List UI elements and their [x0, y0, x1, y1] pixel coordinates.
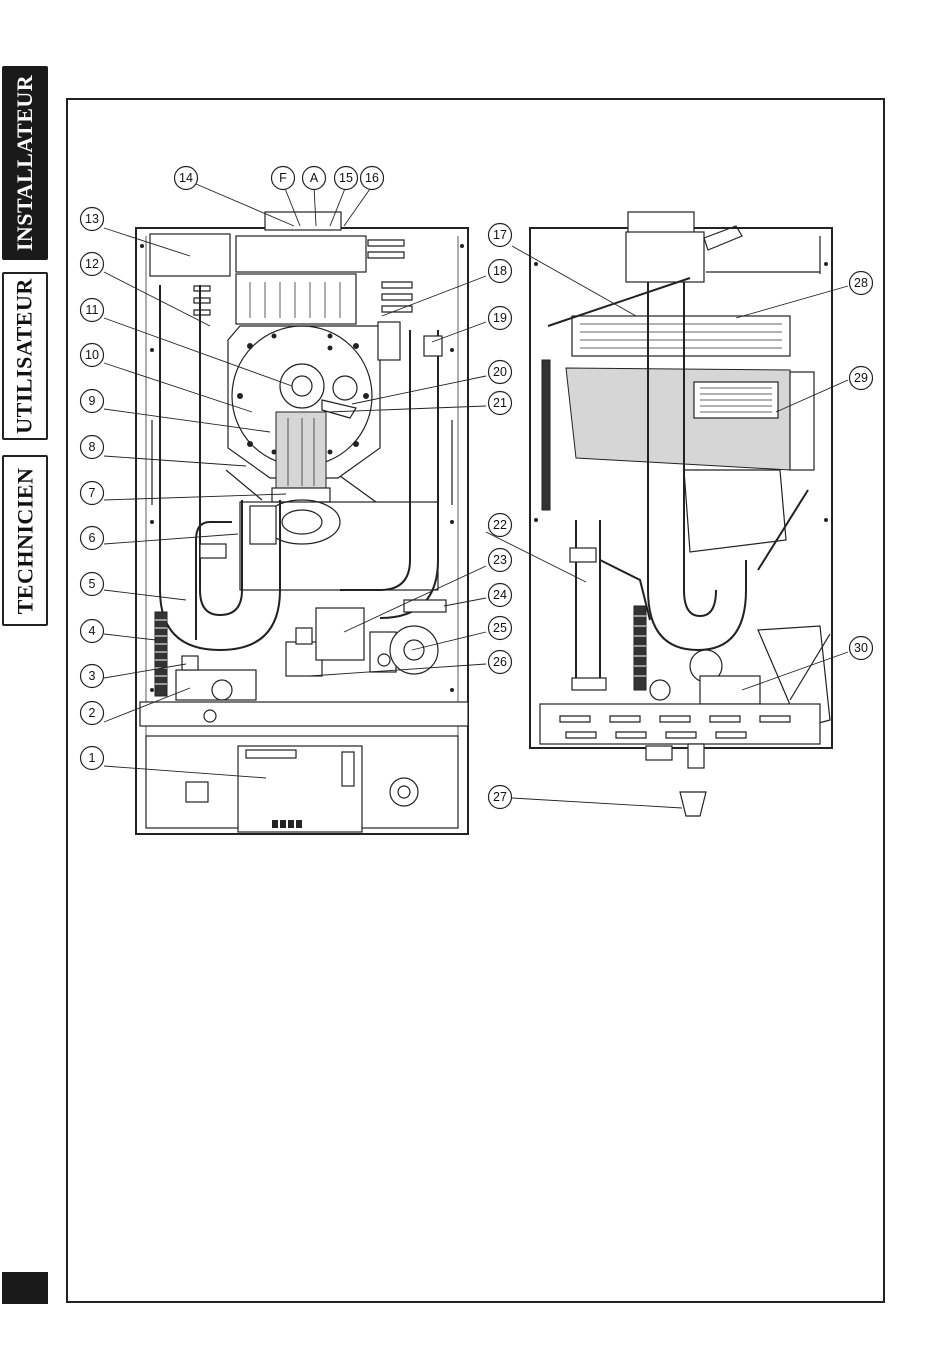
- svg-text:A: A: [310, 171, 319, 185]
- callout-13: 13: [81, 208, 104, 231]
- pump: [390, 626, 438, 674]
- svg-text:21: 21: [493, 396, 507, 410]
- callout-15: 15: [335, 167, 358, 190]
- callout-29: 29: [850, 367, 873, 390]
- svg-text:28: 28: [854, 276, 868, 290]
- callout-19: 19: [489, 307, 512, 330]
- callout-27: 27: [489, 786, 512, 809]
- callout-28: 28: [850, 272, 873, 295]
- svg-text:26: 26: [493, 655, 507, 669]
- callout-23: 23: [489, 549, 512, 572]
- callout-12: 12: [81, 253, 104, 276]
- diverter-valve: [176, 670, 256, 700]
- side-valve-block: [700, 676, 760, 704]
- callout-24: 24: [489, 584, 512, 607]
- svg-text:25: 25: [493, 621, 507, 635]
- side-view: [530, 212, 832, 816]
- callout-11: 11: [81, 299, 104, 322]
- callout-26: 26: [489, 651, 512, 674]
- svg-text:9: 9: [89, 394, 96, 408]
- svg-text:13: 13: [85, 212, 99, 226]
- svg-text:3: 3: [89, 669, 96, 683]
- air-box: [150, 234, 230, 276]
- flue-collar: [265, 212, 341, 230]
- callout-22: 22: [489, 514, 512, 537]
- bottom-shelf: [140, 702, 468, 726]
- svg-text:12: 12: [85, 257, 99, 271]
- svg-text:27: 27: [493, 790, 507, 804]
- svg-text:6: 6: [89, 531, 96, 545]
- exchanger-top: [236, 274, 356, 324]
- fan-box: [236, 236, 366, 272]
- callout-6: 6: [81, 527, 104, 550]
- svg-text:17: 17: [493, 228, 507, 242]
- callout-10: 10: [81, 344, 104, 367]
- svg-text:5: 5: [89, 577, 96, 591]
- svg-text:16: 16: [365, 171, 379, 185]
- svg-text:18: 18: [493, 264, 507, 278]
- callout-25: 25: [489, 617, 512, 640]
- svg-text:14: 14: [179, 171, 193, 185]
- callout-9: 9: [81, 390, 104, 413]
- svg-text:29: 29: [854, 371, 868, 385]
- drain-fitting: [680, 792, 706, 816]
- svg-text:22: 22: [493, 518, 507, 532]
- svg-text:F: F: [279, 171, 287, 185]
- svg-text:8: 8: [89, 440, 96, 454]
- svg-text:1: 1: [89, 751, 96, 765]
- callout-3: 3: [81, 665, 104, 688]
- callout-21: 21: [489, 392, 512, 415]
- svg-text:24: 24: [493, 588, 507, 602]
- callout-16: 16: [361, 167, 384, 190]
- callout-2: 2: [81, 702, 104, 725]
- svg-text:15: 15: [339, 171, 353, 185]
- callout-14: 14: [175, 167, 198, 190]
- callout-18: 18: [489, 260, 512, 283]
- svg-text:11: 11: [86, 303, 99, 317]
- svg-text:30: 30: [854, 641, 868, 655]
- callout-F: F: [272, 167, 295, 190]
- callout-8: 8: [81, 436, 104, 459]
- callout-17: 17: [489, 224, 512, 247]
- side-exchanger: [572, 316, 790, 356]
- burner-body: [276, 412, 326, 492]
- callout-7: 7: [81, 482, 104, 505]
- callout-5: 5: [81, 573, 104, 596]
- control-board: [238, 746, 362, 832]
- front-view: [136, 212, 468, 834]
- callout-30: 30: [850, 637, 873, 660]
- callout-20: 20: [489, 361, 512, 384]
- ignition-unit: [316, 608, 364, 660]
- svg-text:10: 10: [85, 348, 99, 362]
- svg-text:7: 7: [89, 486, 96, 500]
- svg-text:4: 4: [89, 624, 96, 638]
- callout-1: 1: [81, 747, 104, 770]
- side-flue: [626, 232, 704, 282]
- callout-4: 4: [81, 620, 104, 643]
- callout-A: A: [303, 167, 326, 190]
- svg-text:2: 2: [89, 706, 96, 720]
- svg-text:20: 20: [493, 365, 507, 379]
- svg-text:19: 19: [493, 311, 507, 325]
- svg-text:23: 23: [493, 553, 507, 567]
